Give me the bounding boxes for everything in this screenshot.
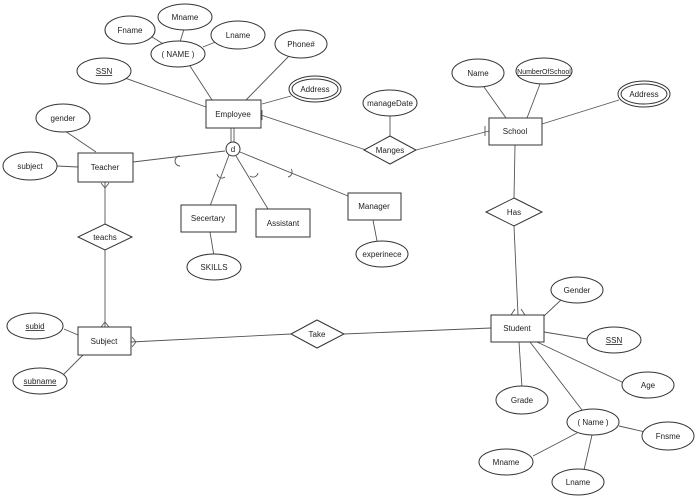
entity-subject-label: Subject (91, 337, 118, 346)
attribute-emp-name: ( NAME ) (150, 40, 206, 68)
attribute-mgr-experience-label: experinece (362, 250, 402, 259)
attribute-emp-mname: Mname (157, 3, 213, 31)
attribute-stu-lname-label: Lname (566, 478, 591, 487)
entity-assistant: Assistant (255, 208, 311, 238)
relationship-take-label: Take (309, 330, 326, 339)
attribute-stu-fname: Fnsme (641, 421, 695, 451)
attribute-emp-address-label: Address (300, 85, 329, 94)
attribute-stu-grade-label: Grade (511, 396, 534, 405)
attribute-emp-ssn-label: SSN (96, 67, 113, 76)
entity-secretary-label: Secertary (191, 214, 225, 223)
entity-employee: Employee (205, 99, 262, 129)
attribute-teacher-gender-label: gender (51, 114, 76, 123)
entity-school: School (488, 117, 543, 146)
entity-student: Student (490, 314, 545, 343)
entity-secretary: Secertary (180, 204, 237, 233)
attribute-emp-fname: Fname (104, 15, 156, 45)
attribute-stu-name: ( Name ) (566, 408, 620, 436)
attribute-emp-ssn: SSN (76, 57, 132, 85)
attribute-school-address-label: Address (629, 90, 658, 99)
relationship-manges-label: Manges (376, 146, 404, 155)
cardinality-marks (100, 110, 526, 348)
attribute-school-number: NumberOfSchool (515, 57, 573, 85)
attribute-emp-phone: Phone# (274, 29, 328, 59)
entity-manager: Manager (347, 192, 402, 221)
attribute-emp-mname-label: Mname (172, 13, 199, 22)
attribute-sec-skills: SKILLS (186, 253, 242, 281)
entity-student-label: Student (503, 324, 531, 333)
entity-teacher-label: Teacher (91, 163, 120, 172)
attribute-emp-fname-label: Fname (118, 26, 143, 35)
attribute-mgr-experience: experinece (355, 240, 409, 268)
attribute-school-name-label: Name (467, 69, 489, 78)
entity-manager-label: Manager (358, 202, 390, 211)
attribute-stu-fname-label: Fnsme (656, 432, 681, 441)
attribute-stu-ssn-label: SSN (606, 336, 623, 345)
attribute-stu-gender-label: Gender (564, 286, 591, 295)
attribute-subname-label: subname (24, 377, 57, 386)
entity-assistant-label: Assistant (267, 219, 300, 228)
attribute-subname: subname (12, 367, 68, 395)
relationship-teachs: teachs (76, 223, 134, 251)
attribute-stu-grade: Grade (495, 385, 549, 415)
entity-teacher: Teacher (77, 152, 134, 183)
attribute-stu-lname: Lname (551, 468, 605, 496)
attribute-sec-skills-label: SKILLS (200, 263, 227, 272)
attribute-subid-label: subid (25, 322, 44, 331)
attribute-stu-mname-label: Mname (493, 458, 520, 467)
specialization-circle: d (225, 141, 241, 157)
entity-employee-label: Employee (215, 110, 251, 119)
attribute-stu-mname: Mname (478, 448, 534, 476)
relationship-has: Has (484, 197, 544, 227)
attribute-stu-name-label: ( Name ) (577, 418, 608, 427)
attribute-school-number-label: NumberOfSchool (517, 69, 571, 76)
attribute-emp-lname: Lname (210, 20, 266, 50)
attribute-manage-date-label: manageDate (367, 99, 413, 108)
relationship-take: Take (289, 319, 346, 349)
relationship-has-label: Has (507, 208, 521, 217)
specialization-symbol: d (231, 145, 235, 154)
entity-school-label: School (503, 127, 528, 136)
attribute-school-address: Address (617, 80, 671, 108)
relationship-manges: Manges (362, 135, 418, 165)
attribute-manage-date: manageDate (362, 89, 418, 117)
attribute-emp-lname-label: Lname (226, 31, 251, 40)
connector-lines (56, 28, 655, 471)
attribute-stu-age-label: Age (641, 381, 656, 390)
attribute-teacher-gender: gender (35, 103, 91, 133)
attribute-stu-age: Age (621, 371, 675, 399)
attribute-teacher-subject-label: subject (17, 162, 43, 171)
entity-subject: Subject (77, 326, 132, 356)
attribute-emp-name-label: ( NAME ) (162, 50, 195, 59)
attribute-stu-ssn: SSN (586, 326, 642, 354)
attribute-emp-address: Address (288, 75, 342, 103)
attribute-stu-gender: Gender (550, 276, 604, 304)
attribute-school-name: Name (451, 58, 505, 88)
relationship-teachs-label: teachs (93, 233, 117, 242)
attribute-teacher-subject: subject (2, 151, 58, 181)
attribute-emp-phone-label: Phone# (287, 40, 315, 49)
attribute-subid: subid (6, 312, 64, 340)
